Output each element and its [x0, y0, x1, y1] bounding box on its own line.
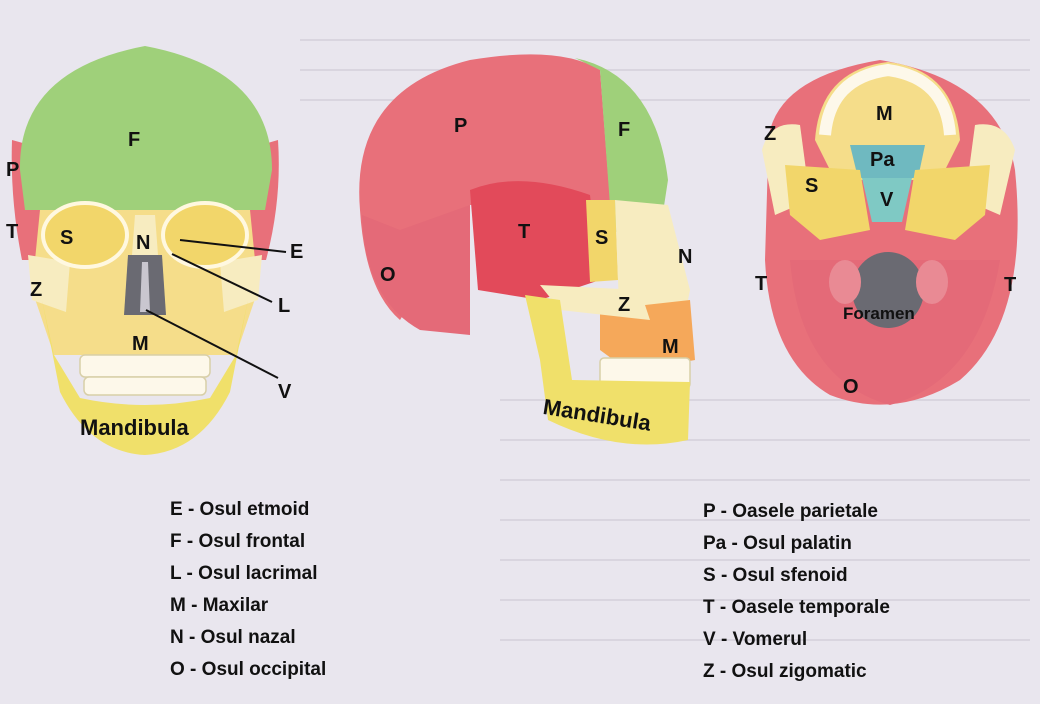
legend-left: E - Osul etmoid F - Osul frontal L - Osu…: [170, 494, 326, 686]
front-label-N: N: [136, 232, 151, 254]
front-skull: [11, 46, 287, 455]
legend-item-P: P - Oasele parietale: [703, 501, 878, 522]
side-label-O: O: [380, 264, 396, 286]
front-label-P: P: [6, 159, 20, 181]
front-nasal-bone: [132, 215, 158, 255]
side-occipital: [362, 205, 470, 335]
side-label-Z: Z: [618, 294, 631, 316]
side-frontal: [575, 58, 668, 232]
front-label-mandibula: Mandibula: [80, 415, 189, 440]
front-mandible: [42, 300, 248, 455]
base-label-S: S: [805, 175, 819, 197]
legend-item-F: F - Osul frontal: [170, 531, 306, 552]
base-sphenoid: [785, 165, 870, 240]
legend-item-N: N - Osul nazal: [170, 627, 296, 648]
front-frontal: [19, 46, 272, 210]
base-label-foramen: Foramen: [843, 304, 915, 323]
legend-item-Pa: Pa - Osul palatin: [703, 533, 852, 554]
base-label-O: O: [843, 376, 859, 398]
legend-item-Z: Z - Osul zigomatic: [703, 661, 867, 682]
legend-right: P - Oasele parietale Pa - Osul palatin S…: [703, 496, 890, 688]
front-vomer: [140, 262, 150, 312]
base-label-T-right: T: [1004, 274, 1017, 296]
base-label-Z: Z: [764, 123, 777, 145]
legend-item-S: S - Osul sfenoid: [703, 565, 848, 586]
front-lower-teeth: [83, 376, 207, 396]
side-label-P: P: [454, 115, 468, 137]
front-upper-teeth: [79, 354, 211, 378]
pointer-E: [179, 239, 287, 253]
side-label-N: N: [678, 246, 693, 268]
pointer-L: [171, 253, 273, 303]
base-sphenoid-right: [905, 165, 990, 240]
side-maxilla: [600, 300, 695, 372]
base-label-T-left: T: [755, 273, 768, 295]
base-teeth-arc: [819, 63, 956, 136]
front-label-T: T: [6, 221, 19, 243]
side-zygomatic: [540, 285, 650, 320]
side-label-T: T: [518, 221, 531, 243]
base-skull: [762, 60, 1018, 405]
front-label-F: F: [128, 129, 141, 151]
legend-item-E: E - Osul etmoid: [170, 499, 310, 520]
side-skull: [359, 54, 695, 445]
pointer-V: [145, 309, 279, 379]
side-label-F: F: [618, 119, 631, 141]
front-orbit-right: [161, 201, 249, 269]
base-label-V: V: [880, 189, 894, 211]
base-label-Pa: Pa: [870, 149, 895, 171]
legend-item-M: M - Maxilar: [170, 595, 269, 616]
front-label-Z: Z: [30, 279, 43, 301]
side-mandible: [525, 295, 690, 445]
legend-item-O: O - Osul occipital: [170, 659, 327, 680]
side-temporal: [470, 181, 600, 300]
front-zygomatic-right: [220, 255, 262, 312]
front-label-E: E: [290, 241, 304, 263]
legend-item-L: L - Osul lacrimal: [170, 563, 318, 584]
side-label-M: M: [662, 336, 679, 358]
front-label-S: S: [60, 227, 74, 249]
front-label-V: V: [278, 381, 292, 403]
front-zygomatic-left: [28, 255, 70, 312]
base-palatine: [850, 145, 925, 178]
front-label-L: L: [278, 295, 291, 317]
base-label-M: M: [876, 103, 893, 125]
base-condyle-right: [916, 260, 948, 304]
legend-item-T: T - Oasele temporale: [703, 597, 890, 618]
side-sphenoid: [586, 200, 618, 282]
legend-item-V: V - Vomerul: [703, 629, 808, 650]
base-vomer: [862, 178, 912, 222]
side-label-S: S: [595, 227, 609, 249]
base-condyle-left: [829, 260, 861, 304]
front-orbit-left: [41, 201, 129, 269]
front-label-M: M: [132, 333, 149, 355]
foramen-magnum: [852, 252, 924, 328]
